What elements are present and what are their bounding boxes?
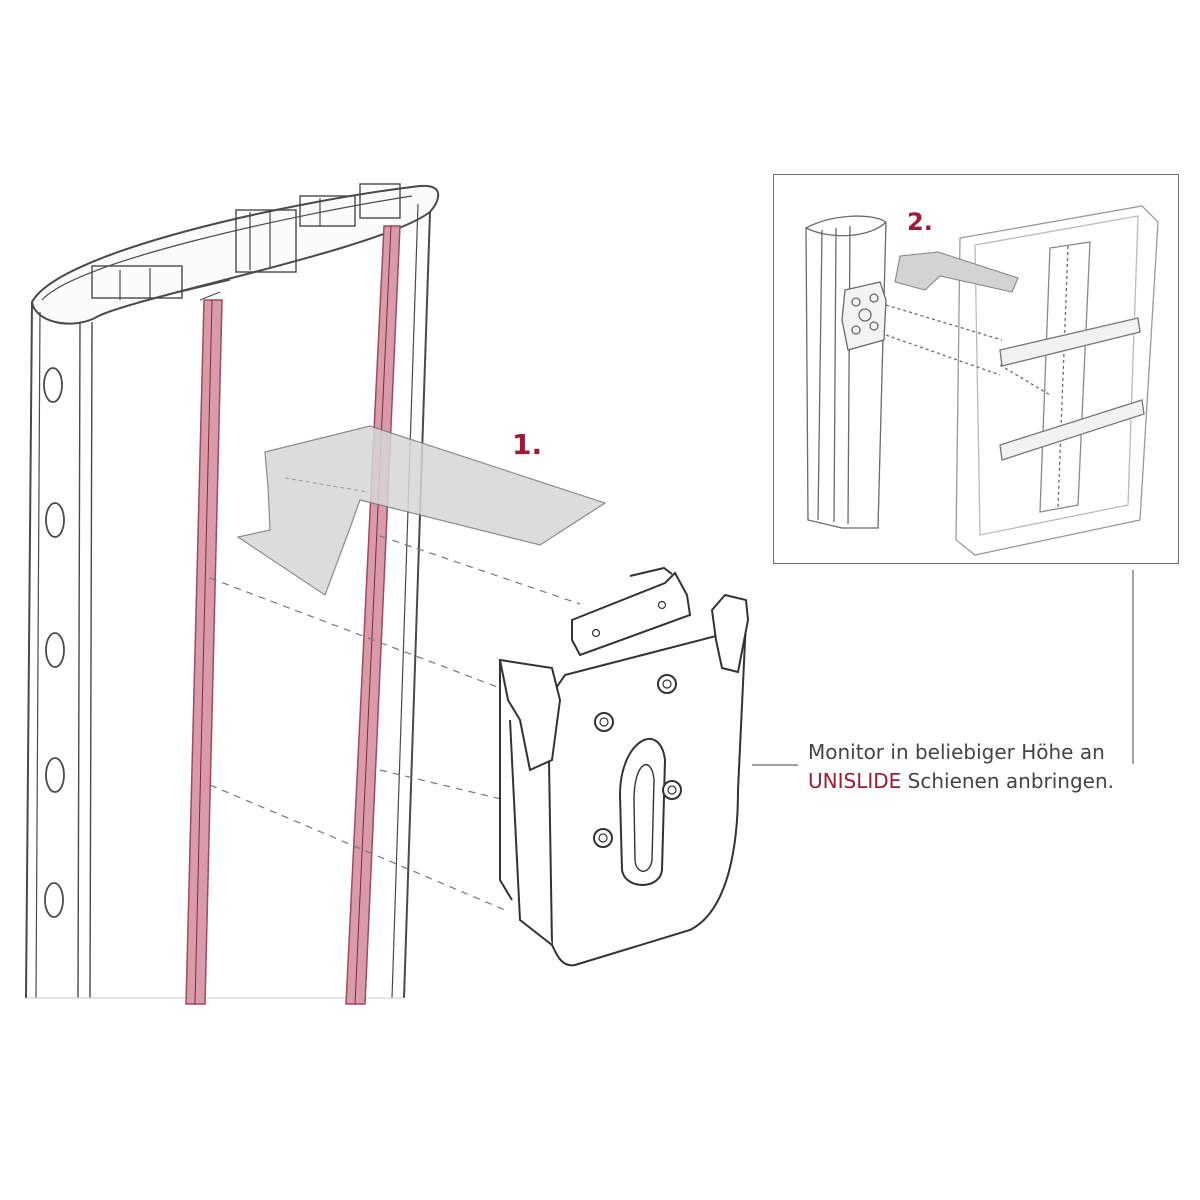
mounting-bracket bbox=[498, 566, 750, 967]
caption-line-1: Monitor in beliebiger Höhe an bbox=[808, 740, 1105, 764]
brand-name: UNISLIDE bbox=[808, 769, 902, 793]
unislide-rails bbox=[185, 225, 401, 1005]
arrow-step-2 bbox=[894, 251, 1019, 293]
column-profile bbox=[25, 183, 440, 999]
inset-illustration bbox=[805, 205, 1159, 556]
caption: Monitor in beliebiger Höhe an UNISLIDE S… bbox=[808, 738, 1188, 796]
leader-lines bbox=[752, 570, 1134, 766]
alignment-lines bbox=[209, 535, 581, 911]
column-holes bbox=[43, 367, 65, 918]
step-1-label: 1. bbox=[512, 428, 543, 461]
caption-line-2-rest: Schienen anbringen. bbox=[901, 769, 1114, 793]
step-2-label: 2. bbox=[907, 208, 933, 236]
caption-line-2: UNISLIDE Schienen anbringen. bbox=[808, 767, 1188, 796]
inset-frame bbox=[773, 174, 1179, 564]
arrow-step-1 bbox=[236, 425, 607, 596]
